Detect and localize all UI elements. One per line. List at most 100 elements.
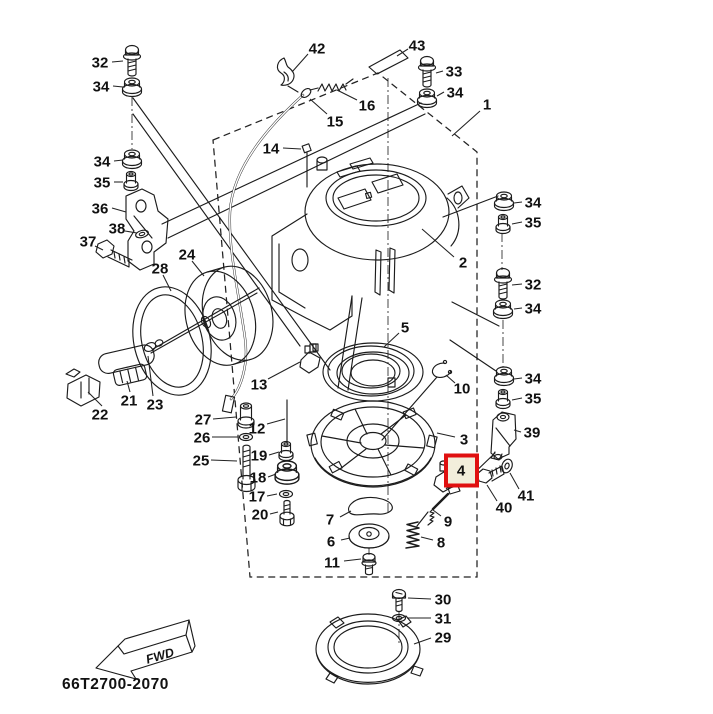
callout-4[interactable]: 4 (457, 463, 466, 480)
leader-line-11 (343, 558, 362, 562)
callout-37[interactable]: 37 (80, 234, 97, 251)
callout-33[interactable]: 33 (446, 64, 463, 81)
callout-38[interactable]: 38 (109, 221, 126, 238)
leader-line-33 (435, 70, 444, 74)
callout-28[interactable]: 28 (152, 261, 169, 278)
leader-line-43 (396, 48, 409, 57)
leader-line-34 (113, 159, 124, 162)
part-14-cable-clamp (301, 143, 312, 154)
leader-line-12 (266, 418, 286, 425)
callout-35[interactable]: 35 (525, 215, 542, 232)
callout-8[interactable]: 8 (437, 535, 445, 552)
callout-36[interactable]: 36 (92, 201, 109, 218)
leader-line-32 (511, 283, 523, 286)
part-16-throttle-spring (317, 78, 354, 92)
part-8-spring (405, 521, 420, 549)
callout-41[interactable]: 41 (518, 488, 535, 505)
callout-6[interactable]: 6 (327, 534, 335, 551)
callout-1[interactable]: 1 (483, 97, 491, 114)
callout-20[interactable]: 20 (252, 507, 269, 524)
callout-23[interactable]: 23 (147, 397, 164, 414)
callout-27[interactable]: 27 (195, 412, 212, 429)
callout-26[interactable]: 26 (194, 430, 211, 447)
callout-40[interactable]: 40 (496, 500, 513, 517)
callout-39[interactable]: 39 (524, 425, 541, 442)
leader-line-25 (210, 459, 238, 462)
assembly-leader-lines (132, 97, 500, 527)
callout-7[interactable]: 7 (326, 512, 334, 529)
part-37-bolt (95, 239, 133, 268)
callout-12[interactable]: 12 (249, 421, 266, 438)
callout-14[interactable]: 14 (263, 141, 280, 158)
leader-line-15 (309, 98, 328, 115)
callout-34[interactable]: 34 (525, 195, 542, 212)
part-20-bolt (279, 499, 295, 527)
part-42-choke-knob (276, 57, 299, 93)
part-15-cable-assembly (221, 87, 319, 414)
callout-13[interactable]: 13 (251, 377, 268, 394)
part-27-collar (237, 402, 255, 429)
leader-line-16 (336, 89, 358, 101)
callout-24[interactable]: 24 (179, 247, 196, 264)
callout-18[interactable]: 18 (250, 470, 267, 487)
callout-34[interactable]: 34 (525, 371, 542, 388)
callout-35[interactable]: 35 (94, 175, 111, 192)
leader-line-5 (383, 332, 400, 348)
callout-35[interactable]: 35 (525, 391, 542, 408)
callout-16[interactable]: 16 (359, 98, 376, 115)
part-25-bolt (237, 444, 256, 493)
leader-line-3 (436, 432, 456, 438)
leader-line-20 (269, 511, 279, 515)
part-41-washer (501, 458, 513, 474)
callout-43[interactable]: 43 (409, 38, 426, 55)
part-13-clamp (299, 343, 321, 374)
callout-42[interactable]: 42 (309, 41, 326, 58)
part-40-bolt (476, 465, 505, 484)
leader-line-27 (212, 416, 237, 420)
part-24-drum-assembly (150, 265, 274, 366)
leader-line-34 (436, 91, 445, 97)
callout-2[interactable]: 2 (459, 255, 467, 272)
assembly-boundary (212, 72, 478, 578)
callout-31[interactable]: 31 (435, 611, 452, 628)
part-29-starter-cup (315, 613, 424, 685)
callout-15[interactable]: 15 (327, 114, 344, 131)
callout-21[interactable]: 21 (121, 393, 138, 410)
drawing-number: 66T2700-2070 (62, 676, 169, 693)
leader-line-30 (407, 597, 432, 600)
leader-line-18 (267, 473, 277, 478)
callout-32[interactable]: 32 (525, 277, 542, 294)
callout-10[interactable]: 10 (454, 381, 471, 398)
part-21-starter-handle (98, 344, 155, 386)
part-10-circlip (431, 359, 453, 378)
part-36-bracket (125, 188, 169, 271)
leader-line-17 (266, 493, 278, 497)
callout-22[interactable]: 22 (92, 407, 109, 424)
leader-line-23 (147, 355, 154, 397)
part-3-sheave-drum (306, 400, 438, 488)
callout-19[interactable]: 19 (251, 448, 268, 465)
callout-5[interactable]: 5 (401, 320, 409, 337)
part-9-pawl-spring-pin (427, 492, 450, 526)
leader-line-29 (413, 637, 432, 645)
leader-line-37 (94, 245, 104, 251)
callout-25[interactable]: 25 (193, 453, 210, 470)
callout-34[interactable]: 34 (525, 301, 542, 318)
leader-line-2 (421, 228, 455, 258)
part-33-bolt (417, 55, 437, 88)
callout-32[interactable]: 32 (92, 55, 109, 72)
callout-29[interactable]: 29 (435, 630, 452, 647)
part-39-stopper-bracket (490, 411, 517, 461)
part-19-bushing (278, 440, 294, 462)
callout-9[interactable]: 9 (444, 514, 452, 531)
leader-line-24 (191, 260, 205, 277)
callout-30[interactable]: 30 (435, 592, 452, 609)
callout-17[interactable]: 17 (249, 489, 266, 506)
callout-11[interactable]: 11 (324, 555, 340, 572)
callout-3[interactable]: 3 (460, 432, 468, 449)
callout-34[interactable]: 34 (447, 85, 464, 102)
callout-34[interactable]: 34 (93, 79, 110, 96)
callout-34[interactable]: 34 (94, 154, 111, 171)
